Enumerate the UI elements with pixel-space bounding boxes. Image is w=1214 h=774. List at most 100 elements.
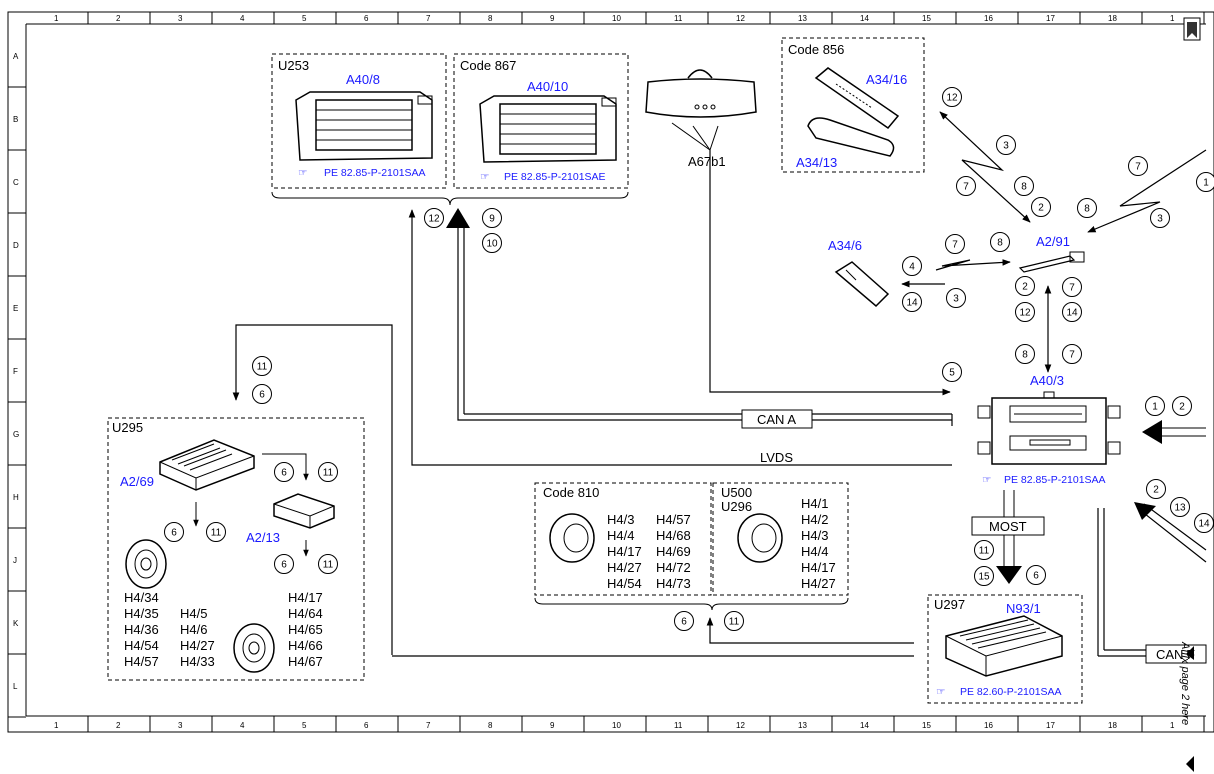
callout-circle: 2 — [1015, 276, 1035, 296]
part-code: H4/27 — [607, 560, 642, 575]
callout-circle: 14 — [1194, 513, 1214, 533]
remote-key-icon — [834, 261, 890, 308]
u253-ref[interactable]: PE 82.85-P-2101SAA — [324, 167, 426, 179]
callout-number: 2 — [1179, 402, 1185, 413]
grid-row-label: K — [13, 619, 19, 628]
callout-number: 2 — [1153, 485, 1159, 496]
callout-circle: 14 — [1062, 302, 1082, 322]
code856-part-bottom: A34/13 — [796, 155, 837, 170]
part-code: H4/17 — [801, 560, 836, 575]
grid-column-label: 18 — [1108, 721, 1117, 730]
callout-circle: 3 — [996, 135, 1016, 155]
part-code: H4/54 — [124, 638, 159, 653]
callout-circle: 10 — [482, 233, 502, 253]
main-ref-icon: ☞ — [982, 474, 991, 486]
callout-number: 6 — [681, 617, 687, 628]
callout-circle: 11 — [318, 462, 338, 482]
grid-column-label: 5 — [302, 721, 307, 730]
lvds-label: LVDS — [760, 450, 793, 465]
part-code: H4/57 — [124, 654, 159, 669]
bookmark-icon[interactable] — [1183, 17, 1201, 41]
main-ref[interactable]: PE 82.85-P-2101SAA — [1004, 474, 1106, 486]
callout-number: 8 — [1022, 350, 1028, 361]
box-u297: U297 N93/1 ☞ PE 82.60-P-2101SAA — [927, 594, 1083, 704]
callout-number: 6 — [281, 560, 287, 571]
grid-column-label: 14 — [860, 721, 869, 730]
frame-outer — [7, 11, 1214, 733]
callout-number: 7 — [1069, 283, 1075, 294]
grid-column-label: 15 — [922, 721, 931, 730]
callout-circle: 8 — [1077, 198, 1097, 218]
callout-number: 5 — [949, 368, 955, 379]
grid-column-label: 12 — [736, 721, 745, 730]
part-code: H4/17 — [607, 544, 642, 559]
grid-column-label: 7 — [426, 14, 431, 23]
amplifier-module-icon — [945, 615, 1063, 677]
part-code: H4/57 — [656, 512, 691, 527]
part-code: H4/65 — [288, 622, 323, 637]
callout-number: 6 — [259, 390, 265, 401]
part-code: H4/73 — [656, 576, 691, 591]
part-code: H4/2 — [801, 512, 828, 527]
callout-number: 10 — [486, 239, 498, 250]
u253-code: U253 — [278, 58, 309, 73]
callout-circle: 2 — [1172, 396, 1192, 416]
grid-column-label: 14 — [860, 14, 869, 23]
callout-number: 4 — [909, 262, 915, 273]
module-icon — [273, 493, 335, 529]
callout-circle: 6 — [1026, 565, 1046, 585]
grid-row-label: L — [13, 682, 18, 691]
callout-circle: 11 — [252, 356, 272, 376]
amplifier-icon — [159, 439, 255, 491]
rearview-mirror-icon — [645, 69, 757, 151]
callout-number: 11 — [323, 560, 334, 571]
part-code: H4/27 — [180, 638, 215, 653]
callout-circle: 12 — [424, 208, 444, 228]
code867-ref[interactable]: PE 82.85-P-2101SAE — [504, 171, 606, 183]
callout-circle: 8 — [990, 232, 1010, 252]
can-a-label: CAN A — [757, 412, 796, 427]
grid-row-label: G — [13, 430, 19, 439]
part-code: H4/35 — [124, 606, 159, 621]
grid-column-label: 11 — [674, 14, 683, 23]
grid-column-label: 11 — [674, 721, 683, 730]
callout-number: 3 — [953, 294, 959, 305]
grid-row-label: D — [13, 241, 19, 250]
code810-code: Code 810 — [543, 485, 599, 500]
grid-row-label: A — [13, 52, 19, 61]
box-u253: U253 A40/8 ☞ PE 82.85-P-2101SAA — [271, 53, 447, 189]
callout-number: 11 — [729, 617, 740, 628]
callout-circle: 4 — [902, 256, 922, 276]
u297-ref[interactable]: PE 82.60-P-2101SAA — [960, 686, 1062, 698]
part-code: H4/64 — [288, 606, 323, 621]
grid-column-label: 10 — [612, 14, 621, 23]
callout-circle: 7 — [1062, 277, 1082, 297]
wiring-lines — [232, 111, 1207, 657]
grid-column-label: 1 — [1170, 14, 1175, 23]
part-code: H4/72 — [656, 560, 691, 575]
callout-number: 7 — [1135, 162, 1141, 173]
grid-row-label: B — [13, 115, 18, 124]
callout-circle: 6 — [252, 384, 272, 404]
callout-number: 13 — [1174, 503, 1186, 514]
u295-part2: A2/13 — [246, 530, 280, 545]
callout-number: 7 — [1069, 350, 1075, 361]
part-code: H4/6 — [180, 622, 207, 637]
callout-number: 3 — [1003, 141, 1009, 152]
handset-icon — [807, 67, 900, 157]
callout-number: 12 — [1019, 308, 1031, 319]
callout-circle: 14 — [902, 292, 922, 312]
callout-number: 12 — [946, 93, 958, 104]
grid-column-label: 6 — [364, 721, 369, 730]
callout-circle: 6 — [164, 522, 184, 542]
u297-code: U297 — [934, 597, 965, 612]
grid-column-label: 3 — [178, 721, 183, 730]
callout-circle: 6 — [674, 611, 694, 631]
part-code: H4/68 — [656, 528, 691, 543]
part-code: H4/36 — [124, 622, 159, 637]
